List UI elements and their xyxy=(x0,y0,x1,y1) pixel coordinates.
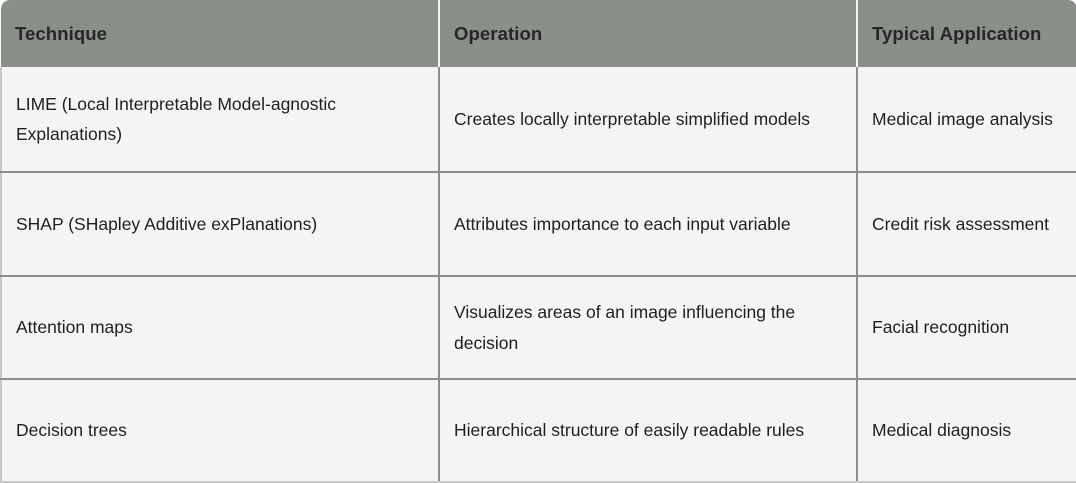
column-header-operation: Operation xyxy=(439,0,858,67)
cell-technique-text: SHAP (SHapley Additive exPlanations) xyxy=(16,213,318,234)
cell-technique: Attention maps xyxy=(0,276,440,380)
cell-typical-application: Medical image analysis xyxy=(857,67,1076,173)
cell-typical-application: Facial recognition xyxy=(857,276,1076,380)
table-header-row: Technique Operation Typical Application xyxy=(1,0,1076,67)
cell-technique-text: LIME (Local Interpretable Model-agnostic… xyxy=(16,93,337,144)
cell-operation-text: Visualizes areas of an image influencing… xyxy=(454,302,796,353)
cell-operation: Visualizes areas of an image influencing… xyxy=(439,276,858,380)
table-row: SHAP (SHapley Additive exPlanations) Att… xyxy=(0,172,1076,277)
cell-technique: LIME (Local Interpretable Model-agnostic… xyxy=(0,67,440,173)
cell-technique: SHAP (SHapley Additive exPlanations) xyxy=(0,172,440,277)
cell-operation: Attributes importance to each input vari… xyxy=(439,172,858,277)
column-header-typical-application: Typical Application xyxy=(857,0,1076,67)
cell-typical-application-text: Medical diagnosis xyxy=(872,420,1012,441)
cell-operation: Hierarchical structure of easily readabl… xyxy=(439,379,858,483)
cell-typical-application-text: Medical image analysis xyxy=(872,108,1053,129)
table-header: Technique Operation Typical Application xyxy=(1,0,1076,67)
cell-operation-text: Hierarchical structure of easily readabl… xyxy=(454,420,805,441)
cell-technique: Decision trees xyxy=(0,379,440,483)
column-header-technique: Technique xyxy=(1,0,440,67)
table-row: Decision trees Hierarchical structure of… xyxy=(0,379,1076,483)
cell-operation: Creates locally interpretable simplified… xyxy=(439,67,858,173)
cell-technique-text: Attention maps xyxy=(16,317,133,338)
cell-typical-application: Medical diagnosis xyxy=(857,379,1076,483)
cell-operation-text: Creates locally interpretable simplified… xyxy=(454,108,810,129)
cell-technique-text: Decision trees xyxy=(16,420,127,441)
table-row: Attention maps Visualizes areas of an im… xyxy=(0,276,1076,380)
cell-operation-text: Attributes importance to each input vari… xyxy=(454,213,791,234)
cell-typical-application-text: Credit risk assessment xyxy=(872,213,1049,234)
table-body: LIME (Local Interpretable Model-agnostic… xyxy=(0,67,1076,483)
cell-typical-application-text: Facial recognition xyxy=(872,317,1010,338)
table-row: LIME (Local Interpretable Model-agnostic… xyxy=(0,67,1076,173)
cell-typical-application: Credit risk assessment xyxy=(857,172,1076,277)
